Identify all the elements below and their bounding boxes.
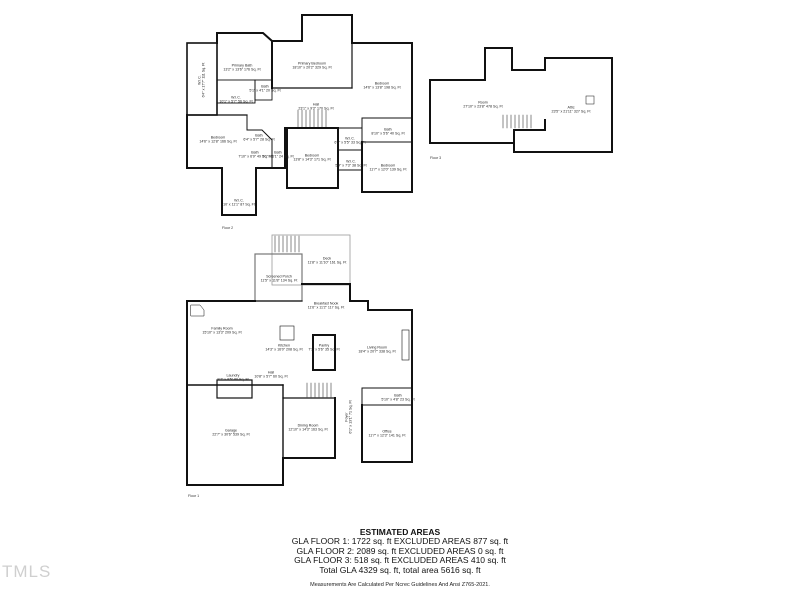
area-line: GLA FLOOR 3: 518 sq. ft EXCLUDED AREAS 4… <box>294 555 506 566</box>
floor-3-plan <box>429 47 613 153</box>
floor-label: Floor 2 <box>222 226 234 230</box>
floor-label: Floor 1 <box>188 494 200 498</box>
estimated-areas-title: ESTIMATED AREAS <box>359 527 441 537</box>
estimated-areas: ESTIMATED AREAS GLA FLOOR 1: 1722 sq. ft… <box>255 527 545 588</box>
floor-label: Floor 3 <box>430 156 442 160</box>
floor-1-plan <box>186 234 413 486</box>
room-label: W.I.C.5'4" x 7'3" 38 Sq. Ft <box>335 159 367 168</box>
area-line: Total GLA 4329 sq. ft, total area 5616 s… <box>319 564 481 575</box>
room-label: W.I.C.10' x 11'1" 87 Sq. Ft <box>223 198 255 207</box>
area-line: GLA FLOOR 2: 2089 sq. ft EXCLUDED AREAS … <box>296 545 504 556</box>
room-label: W.I.C.6'3" x 5'5" 33 Sq. Ft <box>334 136 366 145</box>
room-label: W.I.C.10'1" x 5'7" 56 Sq. Ft <box>219 95 253 104</box>
measurement-note: Measurements Are Calculated Per Ncrec Gu… <box>310 582 490 589</box>
room-label: W.I.C.6'4" x 17'7" 111 Sq. Ft <box>197 62 206 98</box>
watermark-logo: TMLS <box>2 562 52 581</box>
area-line: GLA FLOOR 1: 1722 sq. ft EXCLUDED AREAS … <box>291 536 509 546</box>
floor-2-plan <box>186 14 413 216</box>
